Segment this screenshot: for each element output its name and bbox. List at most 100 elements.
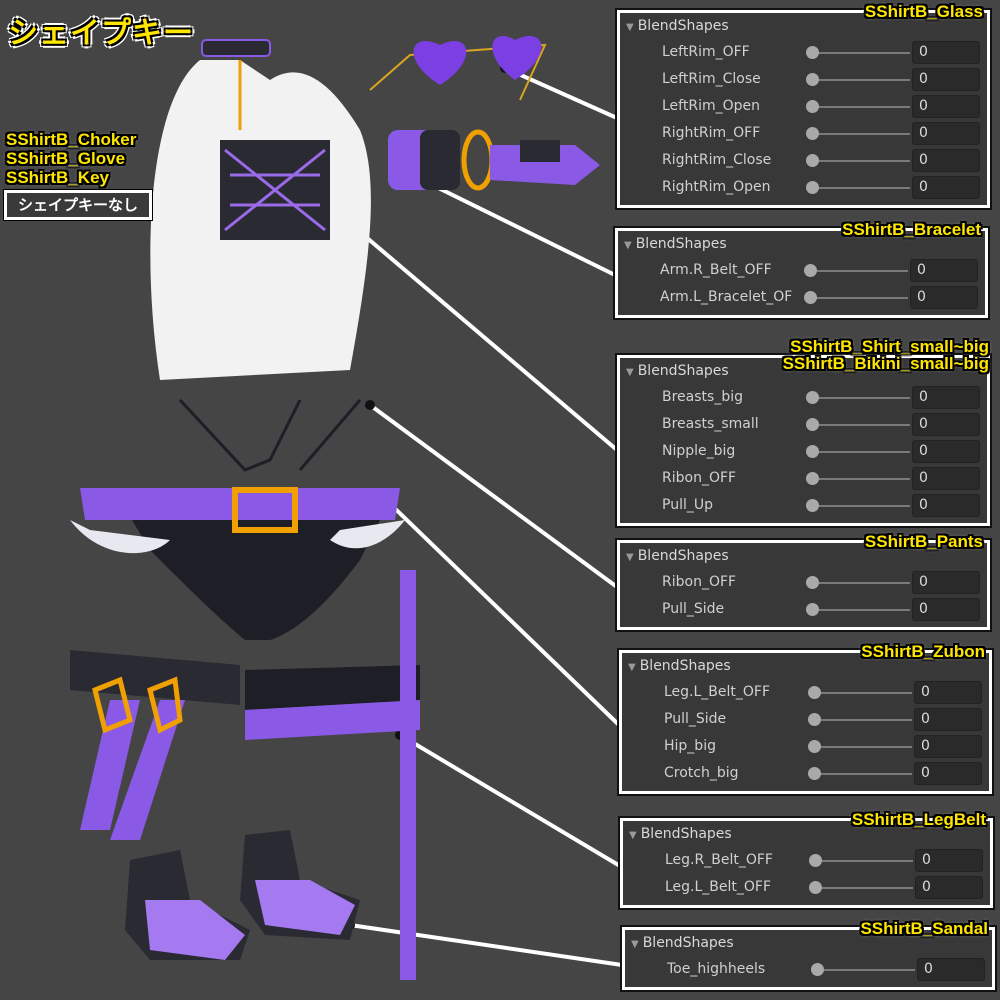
blendshape-row: RightRim_Close 0 bbox=[620, 147, 987, 174]
blendshape-row: LeftRim_Close 0 bbox=[620, 66, 987, 93]
blendshape-slider-track[interactable] bbox=[812, 609, 910, 611]
leader-line-pants bbox=[368, 403, 619, 589]
blendshape-value-input[interactable]: 0 bbox=[912, 467, 980, 490]
blendshape-value-input[interactable]: 0 bbox=[912, 494, 980, 517]
blendshape-value-input[interactable]: 0 bbox=[912, 386, 980, 409]
blendshape-row: LeftRim_Open 0 bbox=[620, 93, 987, 120]
blendshape-slider-track[interactable] bbox=[812, 424, 910, 426]
blendshape-value-input[interactable]: 0 bbox=[912, 149, 980, 172]
triangle-down-icon: ▼ bbox=[626, 367, 634, 378]
blendshape-row: Pull_Up 0 bbox=[620, 492, 987, 519]
blendshape-value-input[interactable]: 0 bbox=[915, 849, 983, 872]
blendshape-value-input[interactable]: 0 bbox=[912, 122, 980, 145]
blendshape-slider-track[interactable] bbox=[814, 719, 912, 721]
blendshape-slider-track[interactable] bbox=[812, 397, 910, 399]
blendshape-slider-handle[interactable] bbox=[808, 740, 821, 753]
blendshapes-foldout[interactable]: ▼BlendShapes bbox=[622, 653, 989, 679]
triangle-down-icon: ▼ bbox=[626, 22, 634, 33]
blendshape-slider-track[interactable] bbox=[814, 773, 912, 775]
blendshapes-foldout[interactable]: ▼BlendShapes bbox=[620, 543, 987, 569]
blendshape-slider-track[interactable] bbox=[812, 478, 910, 480]
blendshape-slider-track[interactable] bbox=[810, 297, 908, 299]
blendshape-slider-handle[interactable] bbox=[806, 100, 819, 113]
blendshape-slider-handle[interactable] bbox=[808, 713, 821, 726]
blendshape-slider-handle[interactable] bbox=[804, 291, 817, 304]
blendshape-slider-handle[interactable] bbox=[806, 445, 819, 458]
blendshape-slider-handle[interactable] bbox=[806, 391, 819, 404]
blendshape-value-input[interactable]: 0 bbox=[910, 286, 978, 309]
blendshape-row: Hip_big 0 bbox=[622, 733, 989, 760]
blendshape-value-input[interactable]: 0 bbox=[912, 598, 980, 621]
blendshape-value-input[interactable]: 0 bbox=[910, 259, 978, 282]
blendshapes-foldout[interactable]: ▼BlendShapes bbox=[620, 358, 987, 384]
blendshape-slider-track[interactable] bbox=[812, 106, 910, 108]
blendshape-slider-handle[interactable] bbox=[808, 767, 821, 780]
glasses-image bbox=[369, 35, 547, 101]
blendshape-slider-track[interactable] bbox=[812, 187, 910, 189]
blendshape-slider-handle[interactable] bbox=[806, 499, 819, 512]
foldout-label: BlendShapes bbox=[642, 935, 734, 951]
blendshape-value-input[interactable]: 0 bbox=[915, 876, 983, 899]
blendshape-slider-handle[interactable] bbox=[806, 576, 819, 589]
blendshape-slider-handle[interactable] bbox=[806, 73, 819, 86]
blendshape-value-input[interactable]: 0 bbox=[914, 681, 982, 704]
blendshape-slider-track[interactable] bbox=[812, 451, 910, 453]
blendshape-slider-track[interactable] bbox=[814, 692, 912, 694]
blendshape-slider-track[interactable] bbox=[812, 52, 910, 54]
blendshape-value-input[interactable]: 0 bbox=[912, 68, 980, 91]
blendshape-value-input[interactable]: 0 bbox=[912, 41, 980, 64]
foldout-label: BlendShapes bbox=[637, 363, 729, 379]
blendshape-slider-track[interactable] bbox=[812, 79, 910, 81]
foldout-label: BlendShapes bbox=[640, 826, 732, 842]
blendshape-slider-track[interactable] bbox=[815, 860, 913, 862]
blendshape-value-input[interactable]: 0 bbox=[912, 176, 980, 199]
blendshape-value-input[interactable]: 0 bbox=[914, 762, 982, 785]
blendshape-panel-sshirtb-bracelet: SShirtB_Bracelet▼BlendShapes Arm.R_Belt_… bbox=[615, 220, 988, 318]
blendshape-slider-track[interactable] bbox=[814, 746, 912, 748]
no-shapekey-mesh-list: SShirtB_Choker SShirtB_Glove SShirtB_Key bbox=[6, 130, 136, 187]
blendshape-slider-track[interactable] bbox=[810, 270, 908, 272]
blendshape-value-input[interactable]: 0 bbox=[912, 440, 980, 463]
blendshape-value-input[interactable]: 0 bbox=[914, 735, 982, 758]
blendshape-slider-handle[interactable] bbox=[809, 881, 822, 894]
blendshape-slider-handle[interactable] bbox=[806, 418, 819, 431]
blendshape-value-input[interactable]: 0 bbox=[917, 958, 985, 981]
blendshape-value-input[interactable]: 0 bbox=[914, 708, 982, 731]
blendshape-value-input[interactable]: 0 bbox=[912, 413, 980, 436]
page-title: シェイプキー bbox=[8, 17, 194, 50]
blendshape-slider-track[interactable] bbox=[815, 887, 913, 889]
blendshape-slider-handle[interactable] bbox=[804, 264, 817, 277]
blendshape-label: Breasts_big bbox=[662, 389, 743, 405]
legbelt-image bbox=[70, 570, 420, 980]
blendshape-slider-handle[interactable] bbox=[809, 854, 822, 867]
blendshape-label: Breasts_small bbox=[662, 416, 759, 432]
blendshape-slider-handle[interactable] bbox=[806, 154, 819, 167]
blendshapes-foldout[interactable]: ▼BlendShapes bbox=[625, 930, 992, 956]
panel-mesh-name: SShirtB_Bracelet bbox=[842, 220, 981, 239]
panel-mesh-name: SShirtB_Zubon bbox=[861, 642, 985, 661]
blendshape-slider-handle[interactable] bbox=[806, 46, 819, 59]
blendshape-slider-track[interactable] bbox=[812, 582, 910, 584]
blendshape-slider-handle[interactable] bbox=[806, 603, 819, 616]
blendshapes-foldout[interactable]: ▼BlendShapes bbox=[618, 231, 985, 257]
blendshape-slider-handle[interactable] bbox=[806, 472, 819, 485]
blendshapes-foldout[interactable]: ▼BlendShapes bbox=[623, 821, 990, 847]
blendshape-slider-track[interactable] bbox=[812, 133, 910, 135]
blendshapes-foldout[interactable]: ▼BlendShapes bbox=[620, 13, 987, 39]
blendshape-slider-track[interactable] bbox=[812, 505, 910, 507]
foldout-label: BlendShapes bbox=[635, 236, 727, 252]
blendshape-slider-handle[interactable] bbox=[806, 181, 819, 194]
blendshape-panel-sshirtb-sandal: SShirtB_Sandal▼BlendShapes Toe_highheels… bbox=[622, 919, 995, 990]
blendshape-slider-track[interactable] bbox=[817, 969, 915, 971]
blendshape-row: Pull_Side 0 bbox=[622, 706, 989, 733]
blendshape-value-input[interactable]: 0 bbox=[912, 571, 980, 594]
blendshape-slider-track[interactable] bbox=[812, 160, 910, 162]
mesh-name-key: SShirtB_Key bbox=[6, 168, 109, 187]
blendshape-slider-handle[interactable] bbox=[811, 963, 824, 976]
blendshape-slider-handle[interactable] bbox=[808, 686, 821, 699]
foldout-label: BlendShapes bbox=[637, 548, 729, 564]
blendshape-slider-handle[interactable] bbox=[806, 127, 819, 140]
blendshape-value-input[interactable]: 0 bbox=[912, 95, 980, 118]
